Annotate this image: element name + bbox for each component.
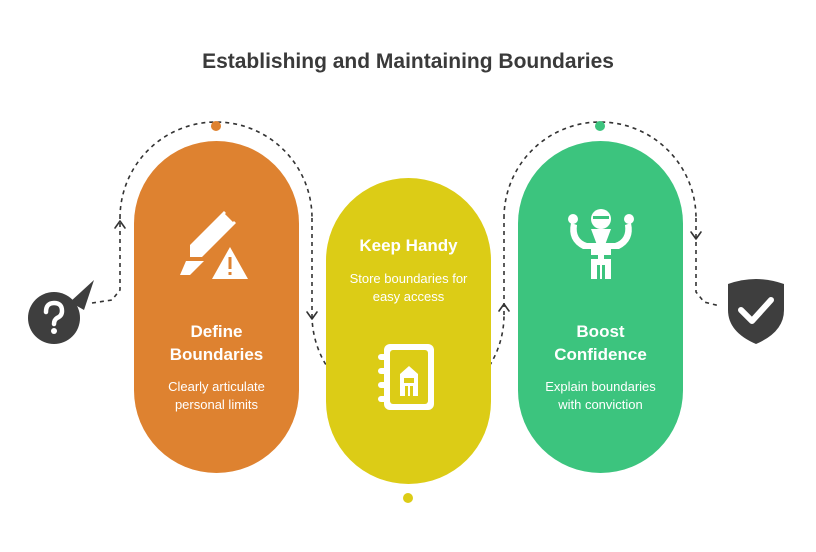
step-desc-line2: personal limits (174, 397, 259, 412)
step-title-line2: Boundaries (169, 345, 264, 364)
question-icon (28, 280, 94, 344)
step-title-line2: Confidence (554, 345, 647, 364)
step-title-line1: Boost (576, 322, 625, 341)
path-segment-start (91, 218, 121, 304)
path-arc-top-right (503, 121, 697, 219)
dot-orange (211, 121, 221, 131)
dot-green (595, 121, 605, 131)
step-title-line1: Keep Handy (359, 236, 458, 255)
dot-yellow (403, 493, 413, 503)
step-desc-line2: easy access (372, 289, 445, 304)
step-boost-confidence: Boost Confidence Explain boundaries with… (518, 141, 683, 473)
arrow-up-left (114, 220, 126, 229)
path-arc-top-left (119, 121, 313, 219)
arrow-down-1 (306, 311, 318, 320)
step-desc-line1: Store boundaries for (349, 271, 468, 286)
notebook-icon (378, 344, 434, 410)
arrow-down-right (690, 231, 702, 240)
pencil-warning-icon (180, 211, 248, 279)
shield-check-icon (728, 279, 784, 344)
step-desc-line1: Explain boundaries (545, 379, 656, 394)
path-arc-bottom (311, 314, 505, 412)
step-define-boundaries: Define Boundaries Clearly articulate per… (134, 141, 299, 473)
step-desc-line2: with conviction (558, 397, 643, 412)
microphone-hands-icon (568, 209, 634, 279)
diagram-title: Establishing and Maintaining Boundaries (202, 50, 614, 73)
step-title-line1: Define (190, 322, 243, 341)
path-segment-end (695, 218, 721, 307)
step-desc-line1: Clearly articulate (168, 379, 265, 394)
step-keep-handy: Keep Handy Store boundaries for easy acc… (326, 178, 491, 484)
arrow-up-middle (498, 303, 510, 312)
